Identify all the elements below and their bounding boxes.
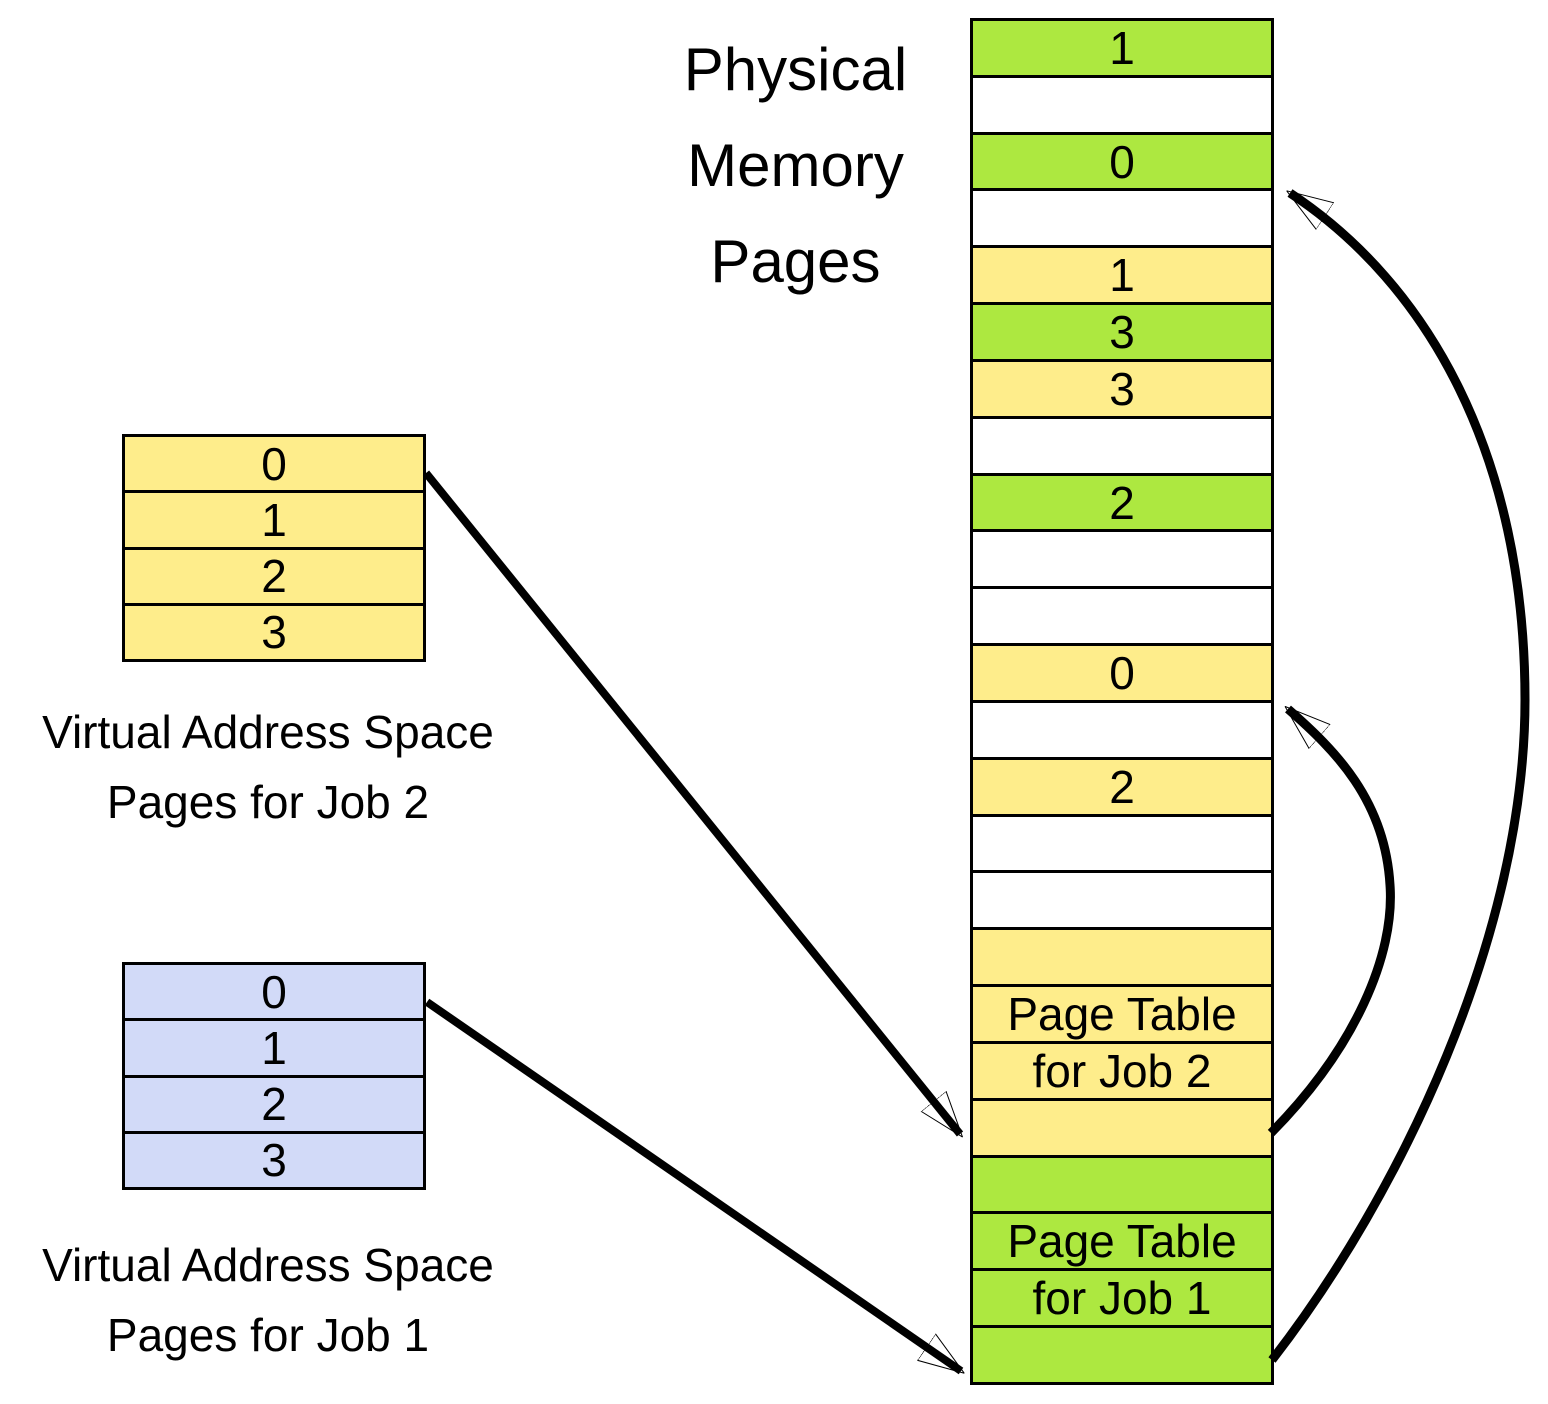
memory-page-label: Page Table bbox=[1007, 1215, 1237, 1268]
diagram-title: Physical Memory Pages bbox=[683, 36, 908, 295]
memory-page-row bbox=[973, 191, 1271, 249]
job2-page-table-to-frame0-arrow bbox=[1267, 709, 1395, 1137]
memory-page-label: 1 bbox=[1109, 21, 1135, 74]
memory-page-label: 0 bbox=[1109, 135, 1135, 188]
job1-page-label: 3 bbox=[261, 1134, 287, 1187]
memory-page-row bbox=[973, 873, 1271, 931]
job1-caption-line1: Virtual Address Space bbox=[42, 1239, 494, 1291]
job2-page-label: 1 bbox=[261, 493, 287, 546]
memory-page-row bbox=[973, 77, 1271, 135]
memory-page-row-page-table-job1: for Job 1 bbox=[973, 1271, 1271, 1329]
memory-page-row: 3 bbox=[973, 361, 1271, 419]
job1-page-row: 1 bbox=[125, 1021, 423, 1078]
job2-page-label: 0 bbox=[261, 437, 287, 490]
memory-page-row: 2 bbox=[973, 759, 1271, 817]
job2-caption: Virtual Address Space Pages for Job 2 bbox=[0, 697, 536, 837]
memory-page-label: 0 bbox=[1109, 647, 1135, 700]
memory-page-label: 2 bbox=[1109, 476, 1135, 529]
job1-virtual-pages-table: 0 1 2 3 bbox=[122, 962, 426, 1190]
memory-page-row-page-table-job2: Page Table bbox=[973, 987, 1271, 1044]
memory-page-label: Page Table bbox=[1007, 987, 1237, 1040]
job1-page-row: 2 bbox=[125, 1078, 423, 1134]
memory-page-label: 3 bbox=[1109, 306, 1135, 359]
memory-page-row bbox=[973, 930, 1271, 988]
memory-page-row bbox=[973, 1328, 1271, 1382]
memory-page-label: 2 bbox=[1109, 760, 1135, 813]
job2-page-label: 2 bbox=[261, 550, 287, 603]
memory-page-label: 1 bbox=[1109, 249, 1135, 302]
memory-page-row: 1 bbox=[973, 248, 1271, 306]
memory-page-row bbox=[973, 589, 1271, 647]
job1-caption-line2: Pages for Job 1 bbox=[106, 1309, 430, 1361]
memory-page-row bbox=[973, 1157, 1271, 1215]
memory-page-row bbox=[973, 816, 1271, 874]
memory-page-row bbox=[973, 1100, 1271, 1158]
job1-page-label: 1 bbox=[261, 1021, 287, 1074]
memory-page-row-page-table-job2: for Job 2 bbox=[973, 1043, 1271, 1101]
memory-page-label: for Job 2 bbox=[1032, 1044, 1212, 1097]
job1-caption: Virtual Address Space Pages for Job 1 bbox=[0, 1230, 536, 1370]
job2-page-row: 1 bbox=[125, 493, 423, 550]
job1-page-label: 0 bbox=[261, 965, 287, 1018]
memory-page-row bbox=[973, 702, 1271, 760]
memory-page-row: 0 bbox=[973, 134, 1271, 192]
memory-page-row: 3 bbox=[973, 305, 1271, 362]
job2-caption-line2: Pages for Job 2 bbox=[106, 776, 430, 828]
job2-page-row: 0 bbox=[125, 437, 423, 494]
job1-page-label: 2 bbox=[261, 1078, 287, 1131]
memory-page-row bbox=[973, 532, 1271, 590]
job2-page-row: 2 bbox=[125, 550, 423, 606]
memory-page-row: 1 bbox=[973, 21, 1271, 78]
job2-page-label: 3 bbox=[261, 606, 287, 659]
job2-virtual-pages-table: 0 1 2 3 bbox=[122, 434, 426, 662]
job2-caption-line1: Virtual Address Space bbox=[42, 706, 494, 758]
job1-page-row: 3 bbox=[125, 1134, 423, 1187]
job1-page-row: 0 bbox=[125, 965, 423, 1022]
memory-page-row: 0 bbox=[973, 646, 1271, 703]
job1-page-table-to-frame0-arrow bbox=[1268, 189, 1530, 1363]
memory-page-row bbox=[973, 418, 1271, 476]
memory-page-row: 2 bbox=[973, 475, 1271, 533]
job2-page-row: 3 bbox=[125, 606, 423, 659]
memory-page-label: for Job 1 bbox=[1032, 1272, 1212, 1325]
memory-page-row-page-table-job1: Page Table bbox=[973, 1214, 1271, 1272]
memory-page-label: 3 bbox=[1109, 362, 1135, 415]
physical-memory-column: 1 0 1 3 3 2 0 2 Page Table for Job 2 Pag… bbox=[970, 18, 1274, 1385]
